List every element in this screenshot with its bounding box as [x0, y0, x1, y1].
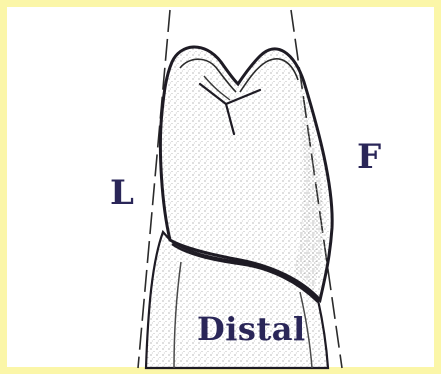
facial-label: F — [357, 140, 381, 174]
lingual-label: L — [110, 176, 134, 210]
distal-label: Distal — [197, 313, 306, 345]
